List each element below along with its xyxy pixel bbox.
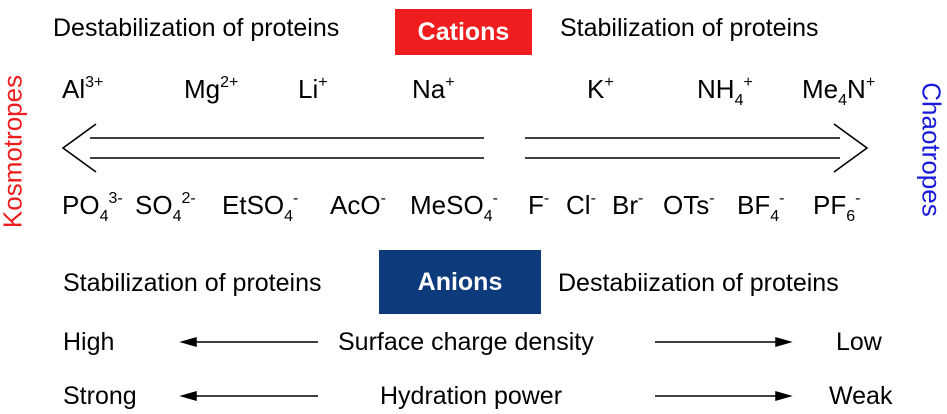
anions-left-text: Stabilization of proteins — [63, 269, 322, 297]
anion-ion: EtSO4- — [222, 190, 299, 225]
ion-sub: 4 — [838, 92, 848, 109]
ion-sup: + — [604, 74, 614, 91]
ion-sub: 6 — [846, 208, 856, 225]
ion-base2: N — [847, 74, 866, 104]
hydration-power-arrows — [179, 391, 793, 401]
ion-base: PF — [813, 190, 847, 220]
cation-ion: Mg2+ — [184, 74, 238, 104]
ion-base: BF — [737, 190, 771, 220]
ion-base: EtSO — [222, 190, 285, 220]
ion-base: PO — [62, 190, 100, 220]
ion-sub: 4 — [172, 208, 182, 225]
ion-sub: 4 — [284, 208, 294, 225]
ion-sup: - — [492, 190, 498, 207]
anion-ion: PO43- — [62, 190, 123, 225]
ion-sup: 3+ — [85, 74, 104, 91]
anion-ion: AcO- — [330, 190, 386, 220]
ion-base: SO — [135, 190, 173, 220]
ion-base: F — [528, 190, 544, 220]
anions-label: Anions — [417, 267, 503, 296]
ion-sub: 4 — [770, 208, 780, 225]
anion-ion: PF6- — [813, 190, 861, 225]
ion-base: K — [587, 74, 605, 104]
left-double-arrow — [61, 123, 484, 173]
ion-sup: - — [543, 190, 550, 207]
ion-sub: 4 — [483, 208, 493, 225]
anion-ion: MeSO4- — [410, 190, 498, 225]
ion-base: Me — [802, 74, 839, 104]
anions-box: Anions — [379, 250, 541, 314]
ion-sup: - — [709, 190, 715, 207]
hydration-strong: Strong — [63, 382, 137, 410]
ion-base: Na — [412, 74, 446, 104]
ion-base: MeSO — [410, 190, 484, 220]
ion-base: Al — [62, 74, 86, 104]
anion-ion: OTs- — [663, 190, 715, 220]
ion-sup: + — [743, 74, 753, 91]
cations-label: Cations — [417, 17, 510, 46]
ion-base: Cl — [566, 190, 591, 220]
ion-sup: 2- — [181, 190, 196, 207]
surface-charge-label: Surface charge density — [338, 328, 594, 356]
ion-sup: - — [590, 190, 596, 207]
cations-left-text: Destabilization of proteins — [53, 14, 340, 42]
ion-sup: - — [380, 190, 386, 207]
ion-sup: - — [855, 190, 861, 207]
ion-sup: + — [445, 74, 455, 91]
ion-base: AcO — [330, 190, 381, 220]
ion-sub: 4 — [99, 208, 109, 225]
ion-base: Br — [612, 190, 638, 220]
ion-sup: - — [293, 190, 299, 207]
hydration-label: Hydration power — [380, 382, 563, 410]
surface-charge-high: High — [63, 328, 115, 356]
ion-sub: 4 — [734, 92, 744, 109]
anion-ion: BF4- — [737, 190, 785, 225]
anion-ion: Br- — [612, 190, 643, 220]
cation-ion: Me4N+ — [802, 74, 876, 109]
hydration-weak: Weak — [829, 382, 893, 410]
cation-ion: Li+ — [298, 74, 328, 104]
ion-base: NH — [697, 74, 735, 104]
cations-box: Cations — [395, 9, 532, 55]
ion-base: Li — [298, 74, 319, 104]
cation-ion: NH4+ — [697, 74, 753, 109]
surface-charge-low: Low — [836, 328, 882, 356]
surface-charge-arrows — [179, 337, 793, 347]
ion-sup: - — [638, 190, 644, 207]
cations-right-text: Stabilization of proteins — [560, 14, 819, 42]
cation-ion: Na+ — [412, 74, 455, 104]
anions-right-text: Destabiization of proteins — [558, 269, 839, 297]
right-double-arrow — [525, 123, 869, 173]
ion-sup: - — [779, 190, 785, 207]
ion-sup: + — [318, 74, 328, 91]
anion-ion: F- — [528, 190, 549, 220]
cation-ion: K+ — [587, 74, 614, 104]
anion-ion: Cl- — [566, 190, 596, 220]
cation-ion: Al3+ — [62, 74, 103, 104]
anion-ion: SO42- — [135, 190, 196, 225]
ion-sup: 3- — [108, 190, 123, 207]
ion-base: Mg — [184, 74, 221, 104]
ion-sup: + — [865, 74, 876, 91]
ion-sup: 2+ — [220, 74, 239, 91]
ion-base: OTs — [663, 190, 710, 220]
